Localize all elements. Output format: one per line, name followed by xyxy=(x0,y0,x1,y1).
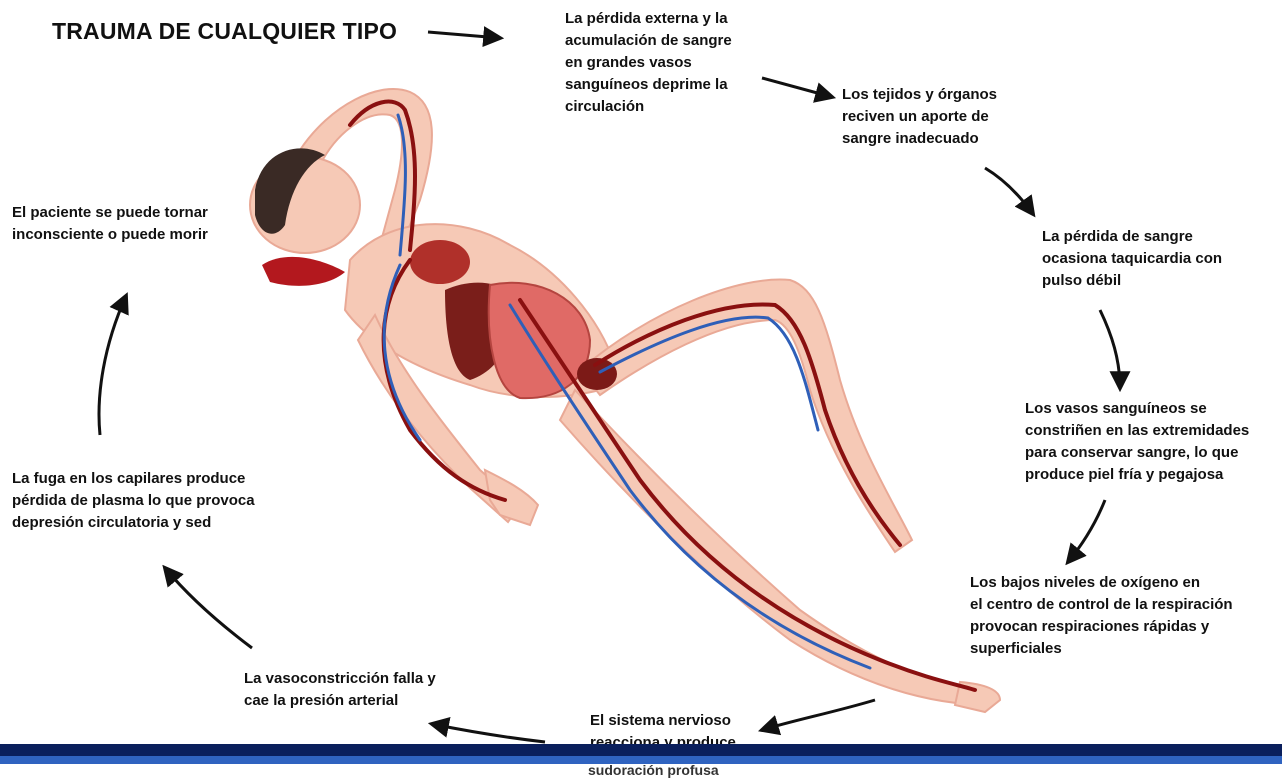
arrow-step4-to-step5 xyxy=(1068,500,1105,562)
step-inadequate-blood-supply: Los tejidos y órganos reciven un aporte … xyxy=(842,84,997,150)
step-vasoconstriction-limbs: Los vasos sanguíneos se constriñen en la… xyxy=(1025,398,1249,486)
arrow-title-to-step1 xyxy=(428,32,500,38)
arrow-step1-to-step2 xyxy=(762,78,832,97)
step-tachycardia: La pérdida de sangre ocasiona taquicardi… xyxy=(1042,226,1222,292)
footer-band-dark xyxy=(0,744,1282,756)
step-external-blood-loss: La pérdida externa y la acumulación de s… xyxy=(565,8,732,118)
diagram-title: TRAUMA DE CUALQUIER TIPO xyxy=(52,18,397,45)
cut-off-text: sudoración profusa xyxy=(588,763,768,777)
arrow-step6-to-step7 xyxy=(432,724,545,742)
step-rapid-breathing: Los bajos niveles de oxígeno en el centr… xyxy=(970,572,1233,660)
step-unconscious: El paciente se puede tornar inconsciente… xyxy=(12,202,208,246)
head xyxy=(250,148,360,285)
veins xyxy=(384,115,870,668)
arrow-step7-to-step8 xyxy=(165,568,252,648)
step-plasma-loss: La fuga en los capilares produce pérdida… xyxy=(12,468,255,534)
arteries xyxy=(350,102,975,690)
arrow-step5-to-step6 xyxy=(762,700,875,730)
step-pressure-drop: La vasoconstricción falla y cae la presi… xyxy=(244,668,436,712)
arrow-step3-to-step4 xyxy=(1100,310,1120,388)
arrow-step8-to-step9 xyxy=(99,296,126,435)
arrow-step2-to-step3 xyxy=(985,168,1033,214)
